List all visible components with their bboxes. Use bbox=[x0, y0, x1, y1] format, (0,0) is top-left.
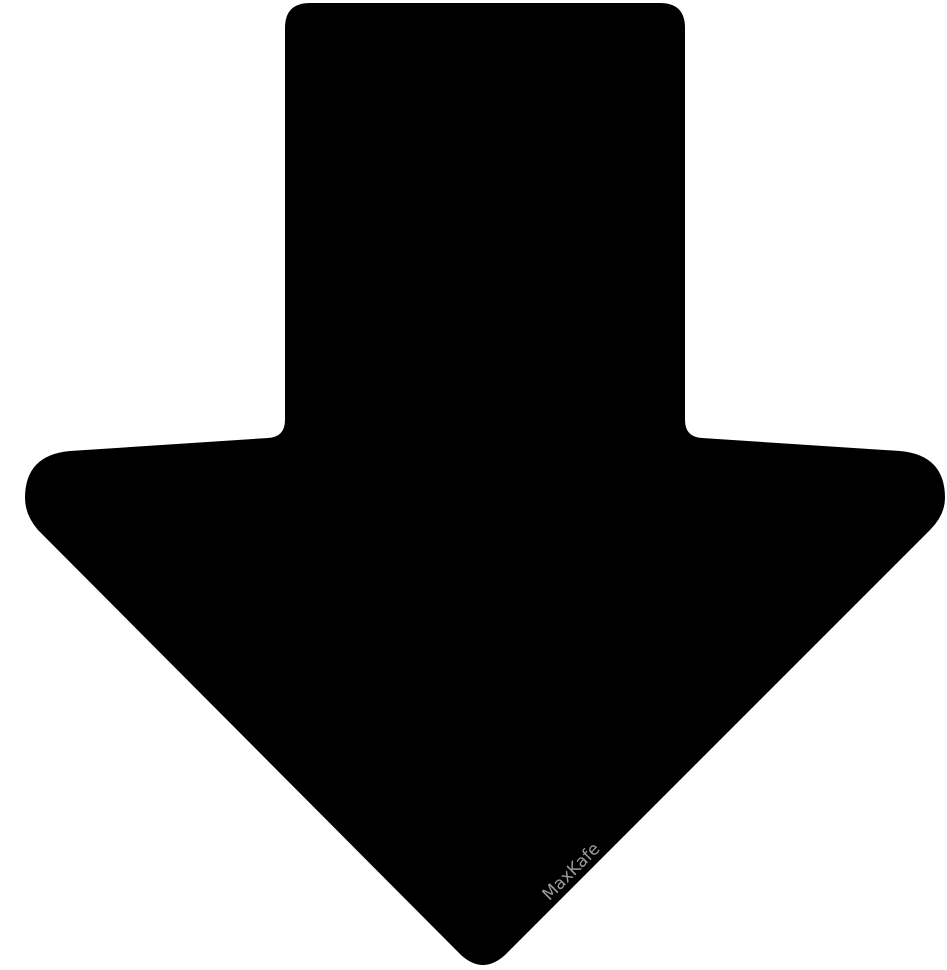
arrow-shape bbox=[25, 3, 945, 965]
